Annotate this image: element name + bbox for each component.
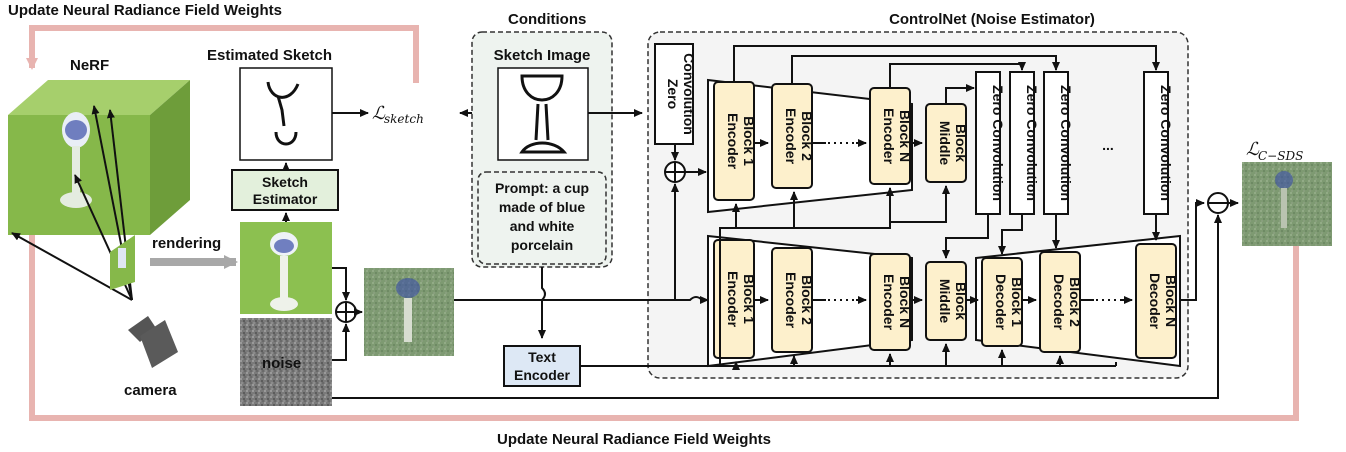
zero-conv-1: Zero Convolution	[1143, 71, 1174, 215]
prompt-line-2: made of blue	[499, 199, 586, 215]
svg-text:Encoder: Encoder	[881, 108, 897, 165]
camera-label: camera	[124, 382, 177, 399]
unet-encoder-block-2: Encoder Block 2	[771, 247, 815, 353]
svg-text:Encoder: Encoder	[783, 108, 799, 165]
noisy-image	[364, 268, 454, 356]
nerf-title: NeRF	[70, 57, 109, 74]
zero-conv-n: Zero Convolution	[1009, 71, 1040, 215]
zero-conv-2: Zero Convolution	[1043, 71, 1074, 215]
add-operator-noise	[335, 301, 357, 323]
svg-text:Encoder: Encoder	[725, 113, 741, 170]
nerf-cube	[8, 80, 190, 235]
estimated-sketch-image	[239, 67, 333, 161]
rendering-label: rendering	[152, 235, 221, 252]
cn-encoder-block-2: Encoder Block 2	[771, 83, 815, 189]
unet-decoder-block-n: Decoder Block N	[1135, 243, 1179, 359]
estimated-sketch-title: Estimated Sketch	[207, 47, 332, 64]
svg-text:Block N: Block N	[897, 276, 913, 328]
rendered-image	[240, 222, 332, 314]
cn-encoder-block-n: Encoder Block N	[869, 87, 913, 185]
sketch-estimator-box	[231, 169, 339, 211]
svg-text:Middle: Middle	[937, 121, 953, 166]
text-encoder-label-1: Text	[528, 349, 556, 365]
sketch-image	[497, 67, 589, 161]
svg-text:Zero Convolution: Zero Convolution	[1024, 85, 1040, 201]
svg-text:Decoder: Decoder	[1051, 274, 1067, 331]
svg-text:Zero Convolution: Zero Convolution	[990, 85, 1006, 201]
svg-text:Block 1: Block 1	[741, 274, 757, 324]
render-plane	[110, 235, 135, 290]
sketch-image-title: Sketch Image	[494, 47, 591, 64]
prompt-line-1: Prompt: a cup	[495, 180, 589, 196]
svg-text:Block 1: Block 1	[741, 116, 757, 166]
input-zero-convolution	[654, 43, 694, 145]
svg-text:Zero Convolution: Zero Convolution	[1058, 85, 1074, 201]
unet-encoder-block-n: Encoder Block N	[869, 253, 913, 351]
controlnet-title: ControlNet (Noise Estimator)	[889, 11, 1095, 28]
svg-text:Zero Convolution: Zero Convolution	[1158, 85, 1174, 201]
input-zero-conv-label-2: Convolution	[681, 53, 697, 135]
svg-text:Block 1: Block 1	[1009, 277, 1025, 327]
svg-text:ℒ: ℒ	[372, 103, 386, 124]
svg-text:Decoder: Decoder	[993, 274, 1009, 331]
unet-encoder-block-1: Encoder Block 1	[713, 239, 757, 359]
noise-image	[240, 318, 332, 406]
svg-text:Block 2: Block 2	[799, 111, 815, 161]
svg-text:Encoder: Encoder	[783, 272, 799, 329]
conditions-title: Conditions	[508, 11, 586, 28]
input-zero-conv-label-1: Zero	[665, 79, 681, 109]
svg-text:Block: Block	[953, 124, 969, 162]
svg-text:Block 2: Block 2	[799, 275, 815, 325]
svg-text:Block N: Block N	[897, 110, 913, 162]
update-weights-title-bottom: Update Neural Radiance Field Weights	[497, 431, 771, 448]
svg-text:Encoder: Encoder	[725, 271, 741, 328]
prompt-line-4: porcelain	[511, 237, 573, 253]
svg-text:sketch: sketch	[384, 112, 424, 126]
svg-text:Encoder: Encoder	[881, 274, 897, 331]
text-encoder-box	[503, 345, 581, 387]
zero-conv-ellipsis: ...	[1102, 137, 1114, 153]
cn-middle-block: Middle Block	[925, 103, 969, 183]
gradient-image	[1242, 162, 1332, 246]
unet-decoder-block-1: Decoder Block 1	[981, 257, 1025, 347]
prompt-line-3: and white	[510, 218, 575, 234]
zero-conv-mid: Zero Convolution	[975, 71, 1006, 215]
text-encoder-label-2: Encoder	[514, 367, 571, 383]
svg-text:Block: Block	[953, 282, 969, 320]
loss-csds: ℒ C−SDS	[1246, 139, 1303, 163]
unet-decoder-block-2: Decoder Block 2	[1039, 251, 1083, 353]
sketch-estimator-label-2: Estimator	[253, 191, 318, 207]
noise-label: noise	[262, 355, 301, 372]
update-weights-title-top: Update Neural Radiance Field Weights	[8, 2, 282, 19]
update-loop-arrows	[26, 25, 1299, 421]
svg-text:ℒ: ℒ	[1246, 139, 1260, 160]
prompt-box	[477, 171, 607, 265]
svg-text:Middle: Middle	[937, 279, 953, 324]
add-operator-control	[664, 161, 686, 183]
svg-text:C−SDS: C−SDS	[1258, 149, 1303, 163]
cn-encoder-block-1: Encoder Block 1	[713, 81, 757, 201]
subtract-operator	[1207, 192, 1229, 214]
svg-text:Block 2: Block 2	[1067, 277, 1083, 327]
loss-sketch: ℒ sketch	[372, 103, 424, 126]
svg-text:Block N: Block N	[1163, 275, 1179, 327]
sketch-estimator-label-1: Sketch	[262, 174, 308, 190]
svg-text:Decoder: Decoder	[1147, 273, 1163, 330]
unet-middle-block: Middle Block	[925, 261, 969, 341]
camera-icon	[128, 316, 178, 368]
